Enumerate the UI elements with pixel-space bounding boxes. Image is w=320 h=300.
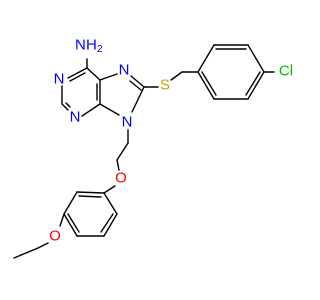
- bond: [65, 102, 71, 108]
- amine-group: N H 2: [75, 37, 103, 56]
- bond: [116, 159, 120, 171]
- bond: [99, 73, 118, 81]
- chlorine-label: Cl: [279, 63, 293, 80]
- bond: [99, 103, 120, 116]
- thioether-sulfur-label: S: [160, 77, 170, 94]
- bond: [103, 213, 118, 237]
- bond: [37, 242, 49, 249]
- imidazole-n9-label: N: [122, 114, 133, 131]
- bond: [63, 191, 78, 215]
- bond: [103, 192, 118, 215]
- bond: [100, 213, 114, 233]
- bond: [116, 142, 129, 161]
- bond: [69, 72, 86, 82]
- chain-ether-oxygen-label: O: [115, 170, 127, 187]
- bond: [63, 213, 78, 237]
- bond: [130, 75, 145, 88]
- bond: [170, 71, 183, 81]
- bond: [103, 185, 116, 194]
- bond: [197, 71, 215, 100]
- amine-hydrogen: H: [86, 37, 97, 54]
- bond: [201, 71, 217, 96]
- bond: [67, 213, 80, 233]
- bond: [81, 103, 101, 117]
- molecule-structure: N H 2 N N N N S Cl O O: [13, 37, 293, 259]
- amine-nitrogen: N: [75, 37, 86, 54]
- imidazole-n7-label: N: [119, 62, 130, 79]
- bond: [129, 80, 142, 91]
- bond: [197, 44, 215, 73]
- bond: [13, 247, 39, 259]
- bond: [86, 67, 101, 81]
- bond: [247, 71, 265, 100]
- bonds: [13, 44, 275, 259]
- pyrimidine-n1-label: N: [54, 71, 65, 88]
- bond: [76, 191, 105, 194]
- atom-labels: N H 2 N N N N S Cl O O: [49, 37, 293, 245]
- amine-subscript: 2: [97, 44, 103, 55]
- bond: [131, 86, 145, 113]
- pyrimidine-n3-label: N: [70, 109, 81, 126]
- bond: [59, 213, 65, 227]
- bond: [78, 195, 102, 198]
- bond: [61, 103, 69, 111]
- bond: [245, 71, 261, 96]
- ethoxy-oxygen-label: O: [49, 228, 61, 245]
- bond: [247, 44, 265, 73]
- bond: [67, 67, 88, 79]
